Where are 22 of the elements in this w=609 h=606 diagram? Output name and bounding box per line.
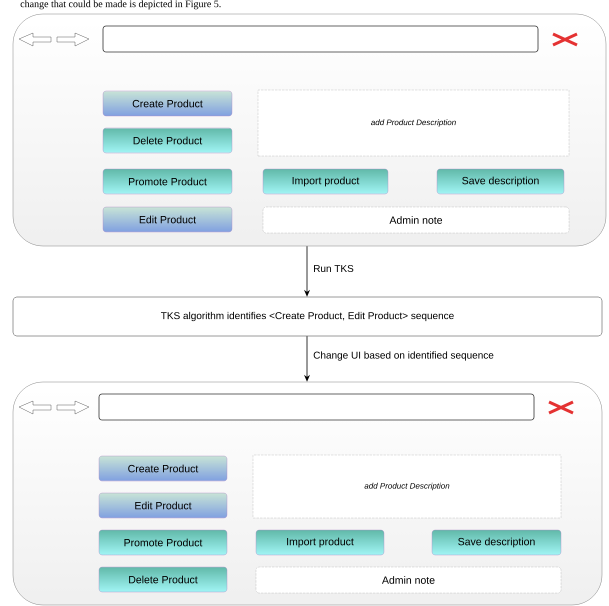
text-area: add Product Description	[252, 454, 562, 518]
button: Promote Product	[98, 530, 228, 556]
button: Delete Product	[102, 128, 232, 154]
button: Create Product	[98, 456, 228, 482]
text-field: Admin note	[256, 566, 562, 594]
text-field: Admin note	[262, 206, 570, 234]
text-area: add Product Description	[258, 90, 570, 156]
button: Import product	[262, 168, 388, 194]
button: Import product	[256, 530, 384, 556]
button: Create Product	[102, 90, 232, 116]
edge-label: Change UI based on identified sequence	[314, 351, 494, 361]
button: Delete Product	[98, 566, 228, 592]
button: Promote Product	[102, 168, 232, 194]
caption-text: change that could be made is depicted in Figure 5.	[20, 0, 221, 10]
button: Save description	[436, 168, 564, 194]
button: Edit Product	[102, 206, 232, 232]
process-box: TKS algorithm identifies <Create Product, Edit Product> sequence	[12, 296, 602, 336]
address-bar	[102, 26, 538, 52]
button: Edit Product	[98, 492, 228, 518]
address-bar	[98, 394, 534, 420]
edge-label: Run TKS	[314, 264, 354, 272]
button: Save description	[432, 530, 562, 556]
